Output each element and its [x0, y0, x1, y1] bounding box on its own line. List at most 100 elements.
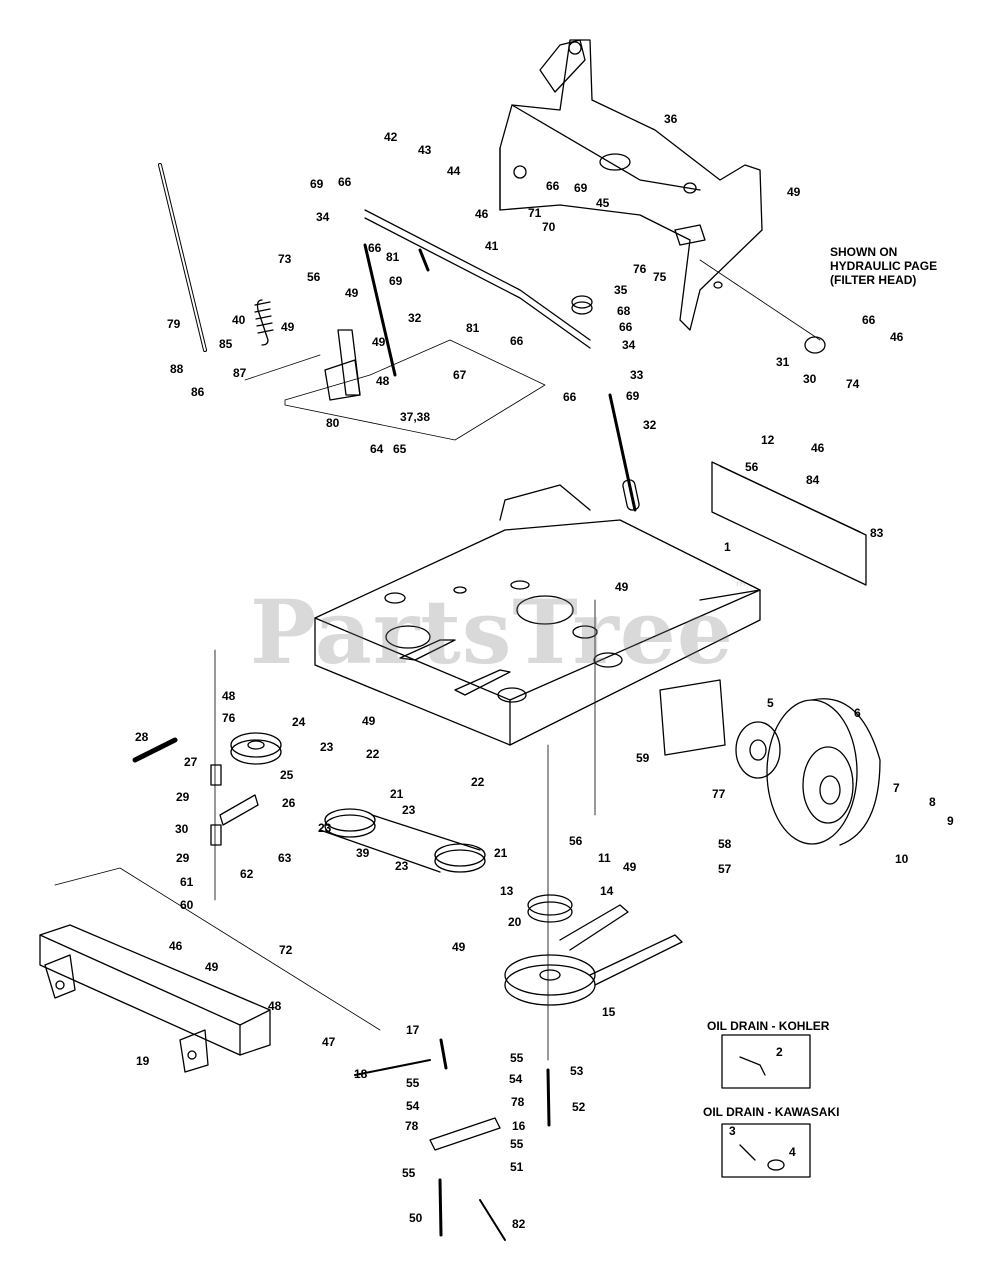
callout-7: 7 [893, 781, 900, 795]
callout-81: 81 [386, 250, 400, 264]
callout-64: 64 [370, 442, 384, 456]
callout-58: 58 [718, 837, 732, 851]
callout-72: 72 [279, 943, 293, 957]
spring-40 [254, 299, 274, 346]
callout-33: 33 [630, 368, 644, 382]
callout-80: 80 [326, 416, 340, 430]
callout-22: 22 [366, 747, 380, 761]
shown-on-line-1: SHOWN ON [830, 245, 898, 259]
callout-66: 66 [510, 334, 524, 348]
callout-29: 29 [176, 790, 190, 804]
watermark-mark: ™ [733, 580, 749, 596]
shown-on-line-3: (FILTER HEAD) [830, 273, 917, 287]
callout-81: 81 [466, 321, 480, 335]
callout-30: 30 [175, 822, 189, 836]
callout-57: 57 [718, 862, 732, 876]
callout-48: 48 [376, 374, 390, 388]
callout-37-38: 37,38 [400, 410, 431, 424]
callout-26: 26 [282, 796, 296, 810]
callout-19: 19 [136, 1054, 150, 1068]
callout-48: 48 [268, 999, 282, 1013]
callout-27: 27 [184, 755, 198, 769]
callout-63: 63 [278, 851, 292, 865]
callout-49: 49 [372, 335, 386, 349]
callout-69: 69 [626, 389, 640, 403]
callout-1: 1 [724, 540, 731, 554]
callout-30: 30 [803, 372, 817, 386]
callout-43: 43 [418, 143, 432, 157]
callout-10: 10 [895, 852, 909, 866]
callout-83: 83 [870, 526, 884, 540]
callout-69: 69 [310, 177, 324, 191]
callout-15: 15 [602, 1005, 616, 1019]
callout-54: 54 [406, 1099, 420, 1113]
watermark-text: PartsTree [250, 580, 734, 684]
callout-68: 68 [617, 304, 631, 318]
callout-17: 17 [406, 1023, 420, 1037]
drive-pulley-15 [504, 904, 683, 1006]
callout-4: 4 [789, 1145, 796, 1159]
callout-22: 22 [471, 775, 485, 789]
callout-46: 46 [169, 939, 183, 953]
callout-11: 11 [598, 851, 611, 865]
callout-54: 54 [509, 1072, 523, 1086]
callout-8: 8 [929, 795, 936, 809]
callout-13: 13 [500, 884, 514, 898]
callout-42: 42 [384, 130, 398, 144]
callout-50: 50 [409, 1211, 423, 1225]
callout-59: 59 [636, 751, 650, 765]
callout-31: 31 [776, 355, 790, 369]
callout-40: 40 [232, 313, 246, 327]
callout-21: 21 [494, 846, 508, 860]
callout-16: 16 [512, 1119, 526, 1133]
callout-55: 55 [406, 1076, 420, 1090]
belt-39 [319, 808, 486, 873]
callout-74: 74 [846, 377, 860, 391]
callout-2: 2 [776, 1045, 783, 1059]
callout-14: 14 [600, 884, 614, 898]
callout-45: 45 [596, 196, 610, 210]
callout-49: 49 [452, 940, 466, 954]
callout-66: 66 [338, 175, 352, 189]
callout-24: 24 [292, 715, 306, 729]
callout-86: 86 [191, 385, 205, 399]
callout-49: 49 [345, 286, 359, 300]
callout-5: 5 [767, 696, 774, 710]
callout-55: 55 [510, 1051, 524, 1065]
callout-67: 67 [453, 368, 467, 382]
callout-85: 85 [219, 337, 233, 351]
callout-20: 20 [508, 915, 522, 929]
callout-53: 53 [570, 1064, 584, 1078]
callout-36: 36 [664, 112, 678, 126]
callout-82: 82 [512, 1217, 526, 1231]
callout-34: 34 [316, 210, 330, 224]
callout-77: 77 [712, 787, 726, 801]
frame-bracket-36 [499, 39, 763, 331]
callout-88: 88 [170, 362, 184, 376]
front-bracket-19 [39, 924, 271, 1073]
callout-49: 49 [787, 185, 801, 199]
callout-73: 73 [278, 252, 292, 266]
callout-76: 76 [633, 262, 647, 276]
shown-on-line-2: HYDRAULIC PAGE [830, 259, 938, 273]
callout-23: 23 [318, 821, 332, 835]
callout-25: 25 [280, 768, 294, 782]
callout-44: 44 [447, 164, 461, 178]
callout-66: 66 [619, 320, 633, 334]
callout-55: 55 [510, 1137, 524, 1151]
callout-49: 49 [623, 860, 637, 874]
callout-41: 41 [485, 239, 499, 253]
callout-34: 34 [622, 338, 636, 352]
callout-70: 70 [542, 220, 556, 234]
callout-66: 66 [862, 313, 876, 327]
callout-48: 48 [222, 689, 236, 703]
callout-49: 49 [615, 580, 629, 594]
callout-35: 35 [614, 283, 628, 297]
callout-39: 39 [356, 846, 370, 860]
callout-49: 49 [205, 960, 219, 974]
callout-66: 66 [368, 241, 382, 255]
callout-79: 79 [167, 317, 181, 331]
callout-46: 46 [890, 330, 904, 344]
shown-on-note: SHOWN ON HYDRAULIC PAGE (FILTER HEAD) [830, 245, 937, 287]
